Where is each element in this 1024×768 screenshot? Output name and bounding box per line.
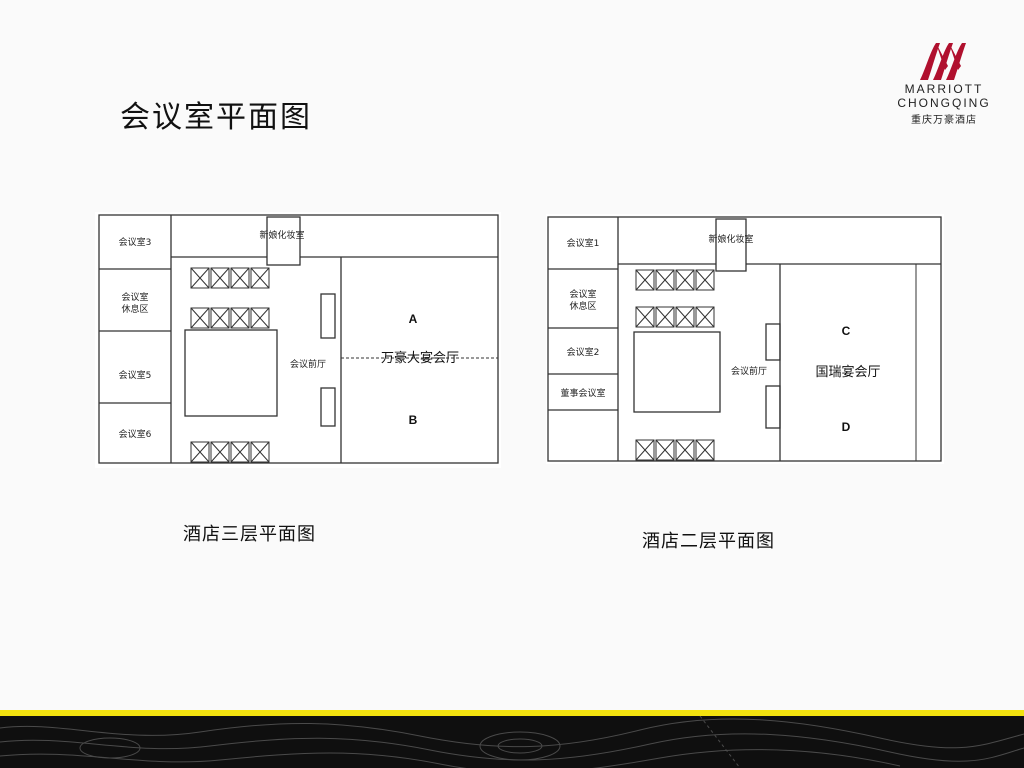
floor3-room6-label: 会议室6 bbox=[119, 428, 152, 440]
floor3-section-b-label: B bbox=[409, 413, 418, 427]
floor2-room1-label: 会议室1 bbox=[567, 237, 600, 249]
floor3-lounge-label-line2: 休息区 bbox=[121, 303, 148, 315]
floor3-caption: 酒店三层平面图 bbox=[183, 524, 316, 545]
floor3-section-a-label: A bbox=[409, 312, 418, 326]
floor2-boardroom-label: 董事会议室 bbox=[560, 387, 605, 399]
floor3-room5-label: 会议室5 bbox=[119, 369, 152, 381]
floor2-foyer-label: 会议前厅 bbox=[731, 365, 767, 377]
floor2-lounge-label-line1: 会议室 bbox=[569, 288, 596, 300]
floor2-ballroom-label: 国瑞宴会厅 bbox=[815, 364, 880, 380]
footer-band bbox=[0, 716, 1024, 768]
floor2-lounge-label-line2: 休息区 bbox=[569, 300, 596, 312]
brand-name-chinese: 重庆万豪酒店 bbox=[911, 115, 977, 126]
marriott-m-icon bbox=[920, 43, 966, 80]
floor2-section-c-label: C bbox=[842, 324, 851, 338]
floor2-plan: 会议室1 会议室 休息区 会议室2 董事会议室 新娘化妆室 会议前厅 国瑞宴会厅… bbox=[546, 214, 944, 464]
contour-pattern-icon bbox=[0, 716, 1024, 768]
yellow-stripe bbox=[0, 710, 1024, 716]
floor3-plan: 会议室3 会议室 休息区 会议室5 会议室6 新娘化妆室 会议前厅 万豪大宴会厅… bbox=[95, 212, 501, 468]
brand-name-line1: MARRIOTT bbox=[904, 82, 984, 96]
marriott-logo: MARRIOTT CHONGQING 重庆万豪酒店 bbox=[884, 40, 1004, 126]
floor3-bridal-room-label: 新娘化妆室 bbox=[259, 229, 304, 241]
floor3-ballroom-label: 万豪大宴会厅 bbox=[381, 350, 459, 366]
floor2-bridal-room-label: 新娘化妆室 bbox=[708, 233, 753, 245]
floor3-room3-label: 会议室3 bbox=[119, 236, 152, 248]
floor2-room2-label: 会议室2 bbox=[567, 346, 600, 358]
brand-name-line2: CHONGQING bbox=[897, 96, 991, 110]
floor2-section-d-label: D bbox=[842, 420, 851, 434]
floor3-foyer-label: 会议前厅 bbox=[290, 358, 326, 370]
page-title: 会议室平面图 bbox=[120, 100, 312, 135]
floor3-lounge-label-line1: 会议室 bbox=[121, 291, 148, 303]
floor2-caption: 酒店二层平面图 bbox=[642, 531, 775, 552]
